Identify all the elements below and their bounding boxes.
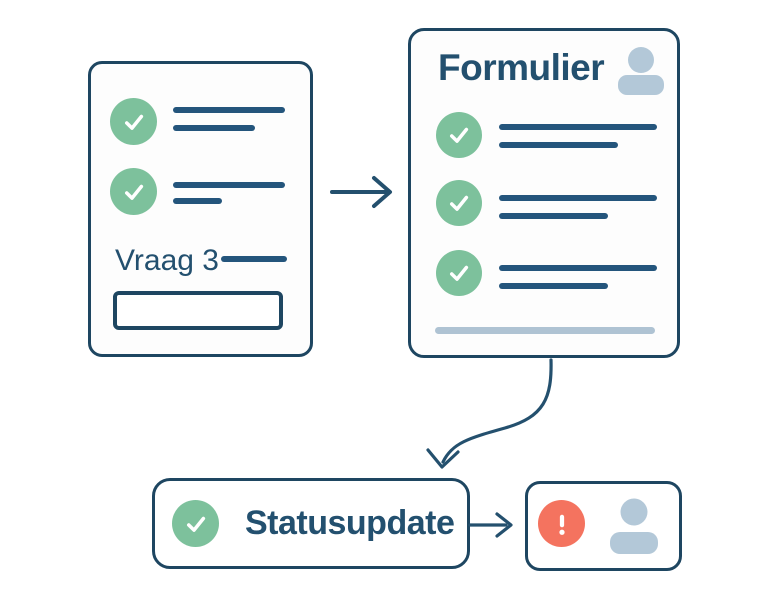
question-card: Vraag 3 (88, 61, 313, 357)
text-line (499, 265, 657, 271)
form-card: Formulier (408, 28, 680, 358)
text-line (173, 125, 255, 131)
check-icon (110, 98, 157, 145)
alert-card (525, 481, 682, 571)
text-line (499, 124, 657, 130)
status-label: Statusupdate (245, 504, 455, 542)
check-icon (436, 180, 482, 226)
person-icon (616, 47, 666, 95)
person-icon (608, 496, 660, 556)
answer-input-box (113, 291, 283, 330)
arrow-right-small-icon (468, 512, 513, 538)
form-title: Formulier (438, 47, 605, 88)
text-line (173, 107, 285, 113)
alert-icon (538, 500, 585, 547)
check-icon (436, 112, 482, 158)
text-line (499, 283, 608, 289)
text-line (221, 256, 287, 262)
check-icon (110, 168, 157, 215)
status-update-pill: Statusupdate (152, 478, 470, 569)
text-line (173, 198, 222, 204)
text-line (499, 195, 657, 201)
check-icon (436, 250, 482, 296)
text-line (173, 182, 285, 188)
progress-bar (435, 327, 655, 334)
check-icon (172, 500, 219, 547)
text-line (499, 213, 608, 219)
question-label: Vraag 3 (115, 244, 219, 277)
text-line (499, 142, 618, 148)
arrow-right-icon (330, 176, 392, 208)
curved-arrow-down-icon (426, 358, 553, 469)
